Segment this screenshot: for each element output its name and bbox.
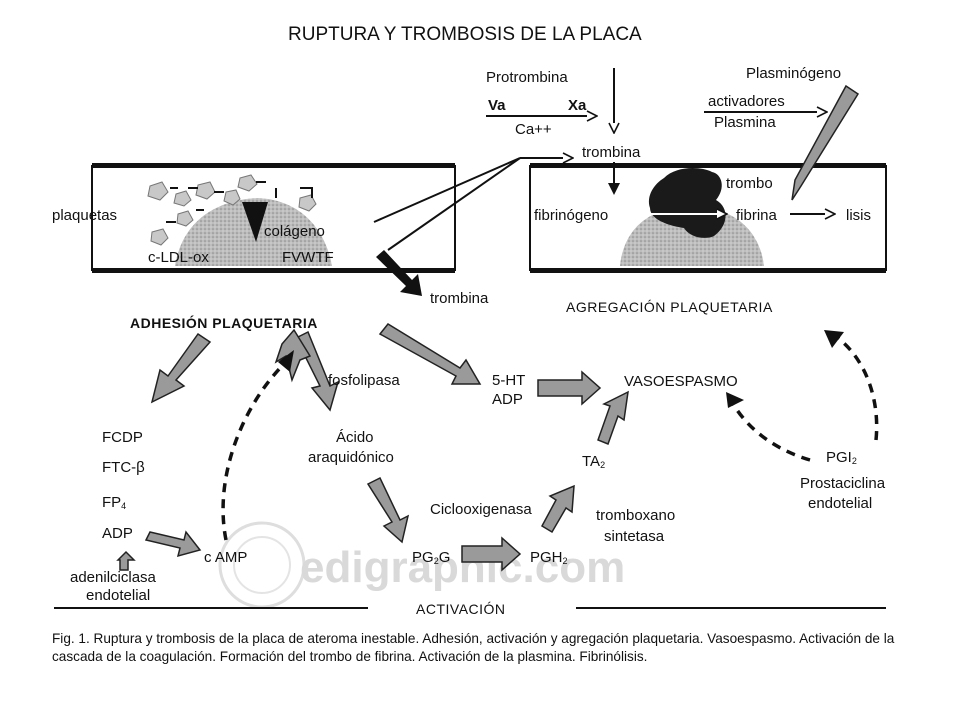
label-ca: Ca++ (515, 121, 552, 138)
dashed-marks (166, 181, 313, 223)
label-trombo: trombo (726, 175, 773, 192)
label-prostaciclina: Prostaciclina (800, 475, 886, 492)
platelet-group (147, 174, 317, 246)
line-colageno-trombina (373, 157, 521, 223)
label-adenilciclasa-1: adenilciclasa (70, 569, 157, 586)
rupture-wedge (242, 202, 268, 242)
dashed-camp-adhesion (221, 364, 284, 541)
label-cldl: c-LDL-ox (148, 249, 209, 266)
label-acido-2: araquidónico (308, 449, 394, 466)
label-colageno: colágeno (264, 223, 325, 240)
label-fvwtf: FVWTF (282, 249, 334, 266)
label-tromboxano-1: tromboxano (596, 507, 675, 524)
label-camp: c AMP (204, 549, 247, 566)
label-trombina-top: trombina (582, 144, 641, 161)
arrow-acido-pgg (366, 476, 410, 544)
label-adp-mid: ADP (492, 391, 523, 408)
label-xa: Xa (568, 97, 587, 114)
label-ta2: TA2 (582, 453, 605, 470)
dashed-pgi2-vasoespasmo (730, 401, 811, 462)
line-fvwtf-trombina (387, 157, 521, 251)
label-fcdp: FCDP (102, 429, 143, 446)
label-endotelial-right: endotelial (808, 495, 872, 512)
label-tromboxano-2: sintetasa (604, 528, 665, 545)
label-adenilciclasa-2: endotelial (86, 587, 150, 604)
label-ciclooxigenasa: Ciclooxigenasa (430, 501, 532, 518)
label-fp4: FP4 (102, 494, 126, 511)
label-fosfolipasa: fosfolipasa (328, 372, 400, 389)
label-plasmina: Plasmina (714, 114, 776, 131)
dashed-pgi2-agregacion (836, 336, 879, 441)
vessel-left (91, 163, 456, 273)
plaque-right (620, 206, 764, 266)
arrow-ta2-vasoespasmo (597, 390, 629, 445)
label-pgg: PG2G (412, 549, 450, 566)
label-plaquetas: plaquetas (52, 207, 117, 224)
arrow-pgg-pgh (461, 536, 522, 572)
label-trombina-mid: trombina (430, 290, 489, 307)
label-adp-left: ADP (102, 525, 133, 542)
label-acido-1: Ácido (336, 429, 374, 446)
arrow-adp-camp (144, 530, 202, 558)
thrombus (648, 168, 726, 238)
label-activadores: activadores (708, 93, 785, 110)
figure-caption: Fig. 1. Ruptura y trombosis de la placa … (52, 631, 895, 664)
arrow-plasmina-fibrina (791, 84, 860, 201)
arrow-5ht-vasoespasmo (537, 370, 602, 406)
label-activacion: ACTIVACIÓN (416, 601, 506, 617)
arrow-adhesion-5ht (378, 323, 482, 385)
arrow-to-trombina-mid (376, 250, 422, 296)
diagram-title: RUPTURA Y TROMBOSIS DE LA PLACA (288, 24, 642, 45)
arrow-pgh-ta2 (541, 484, 575, 534)
label-va: Va (488, 97, 506, 114)
label-lisis: lisis (846, 207, 871, 224)
label-fibrina: fibrina (736, 207, 778, 224)
label-pgh: PGH2 (530, 549, 568, 566)
label-5ht: 5-HT (492, 372, 525, 389)
label-ftcb: FTC-β (102, 459, 145, 476)
label-agregacion: AGREGACIÓN PLAQUETARIA (566, 299, 773, 315)
label-pgi2: PGI2 (826, 449, 857, 466)
label-plasminogeno: Plasminógeno (746, 65, 841, 82)
label-protrombina: Protrombina (486, 69, 568, 86)
label-fibrinogeno: fibrinógeno (534, 207, 608, 224)
arrow-adenilciclasa-adp (116, 550, 136, 571)
label-vasoespasmo: VASOESPASMO (624, 373, 738, 390)
label-adhesion: ADHESIÓN PLAQUETARIA (130, 314, 318, 331)
arrow-adhesion-fcdp (150, 332, 212, 404)
